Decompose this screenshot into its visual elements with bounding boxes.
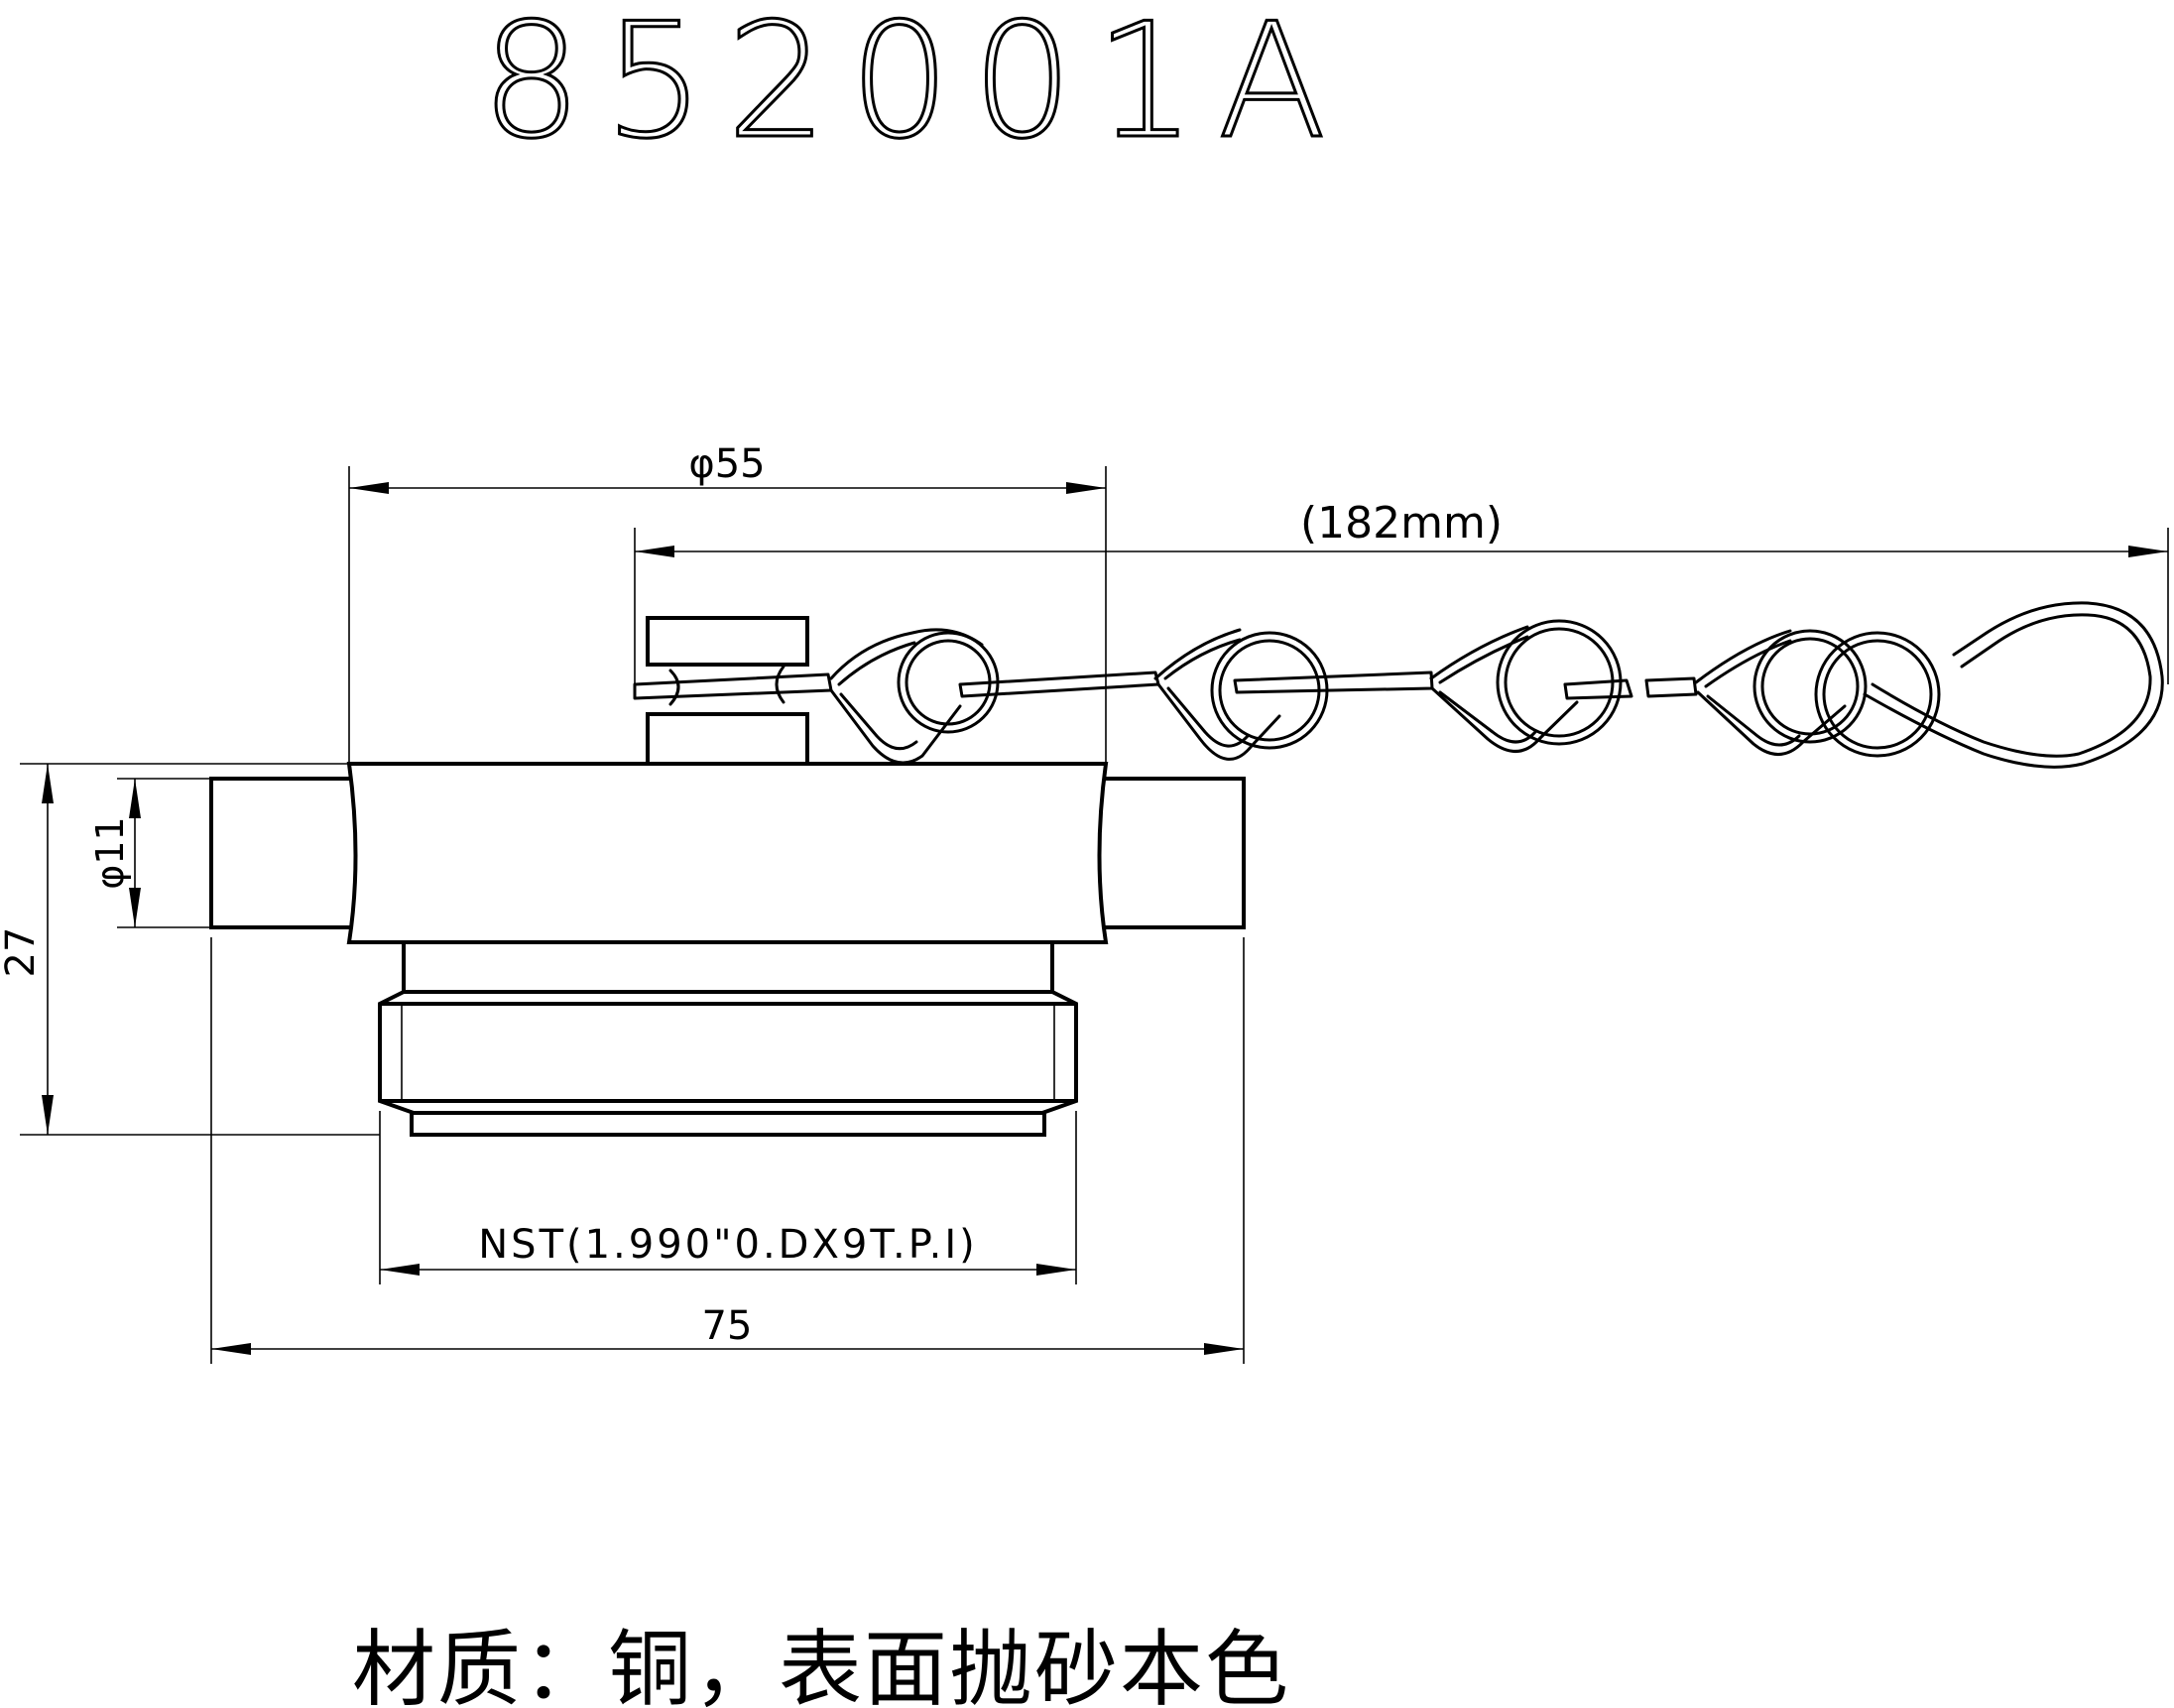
teardrop-link-4 xyxy=(1694,629,1847,756)
top-knob-base xyxy=(646,712,809,766)
link-rod-4 xyxy=(1644,676,1698,698)
left-lug xyxy=(209,777,350,929)
link-rod-2 xyxy=(1233,671,1434,694)
chain-ring-2-inner xyxy=(1218,639,1321,742)
pin-clip-left xyxy=(668,669,680,706)
end-loop xyxy=(1863,601,2164,769)
chain-ring-3-inner xyxy=(1504,627,1615,738)
chain-pin xyxy=(633,672,833,700)
cap-body xyxy=(209,616,1246,1137)
chain-ring-3 xyxy=(1496,619,1623,746)
dim-label-chain-length: (182mm) xyxy=(1300,498,1503,549)
teardrop-link-4-inner xyxy=(1704,639,1801,747)
dimension-thread: NST(1.990"0.DX9T.P.I) xyxy=(380,1222,1076,1276)
teardrop-link-2-inner xyxy=(1163,638,1250,748)
spigot xyxy=(410,1111,1046,1137)
dimension-pin-diameter: φ11 xyxy=(88,779,141,927)
dim-label-overall-width: 75 xyxy=(702,1303,753,1349)
pin-clip-right xyxy=(775,665,785,704)
extension-lines xyxy=(20,466,2169,1364)
part-number: 852001A xyxy=(481,0,1348,174)
dim-label-pin-diameter: φ11 xyxy=(88,816,132,889)
dim-label-diameter-55: φ55 xyxy=(688,441,765,487)
teardrop-link-3-inner xyxy=(1438,635,1537,744)
teardrop-link-1-inner xyxy=(837,641,918,751)
teardrop-link-1 xyxy=(829,628,984,765)
teardrop-link-3 xyxy=(1429,625,1579,753)
top-knob xyxy=(646,616,809,667)
chain-ring-1 xyxy=(897,631,1000,734)
main-flange xyxy=(346,762,1109,944)
dimension-chain-length: (182mm) xyxy=(635,498,2168,557)
dimension-overall-width: 75 xyxy=(211,1303,1244,1355)
material-note: 材质：铜，表面抛砂本色 xyxy=(352,1621,1290,1708)
dim-label-thread: NST(1.990"0.DX9T.P.I) xyxy=(478,1222,978,1268)
dimension-height: 27 xyxy=(0,764,54,1135)
dim-label-height: 27 xyxy=(0,927,44,978)
neck xyxy=(402,942,1054,992)
dimension-diameter-55: φ55 xyxy=(349,441,1106,494)
chain-ring-4-inner xyxy=(1760,637,1860,736)
teardrop-link-2 xyxy=(1153,628,1281,761)
chain-ring-5-inner xyxy=(1822,639,1933,750)
right-lug xyxy=(1105,777,1246,929)
retaining-chain xyxy=(633,601,2164,769)
end-loop-inner xyxy=(1871,613,2152,758)
chain-ring-4 xyxy=(1752,629,1868,744)
chain-ring-2 xyxy=(1210,631,1329,750)
chain-ring-5 xyxy=(1814,631,1941,758)
link-rod-3 xyxy=(1563,678,1633,700)
thread-section xyxy=(378,990,1078,1115)
